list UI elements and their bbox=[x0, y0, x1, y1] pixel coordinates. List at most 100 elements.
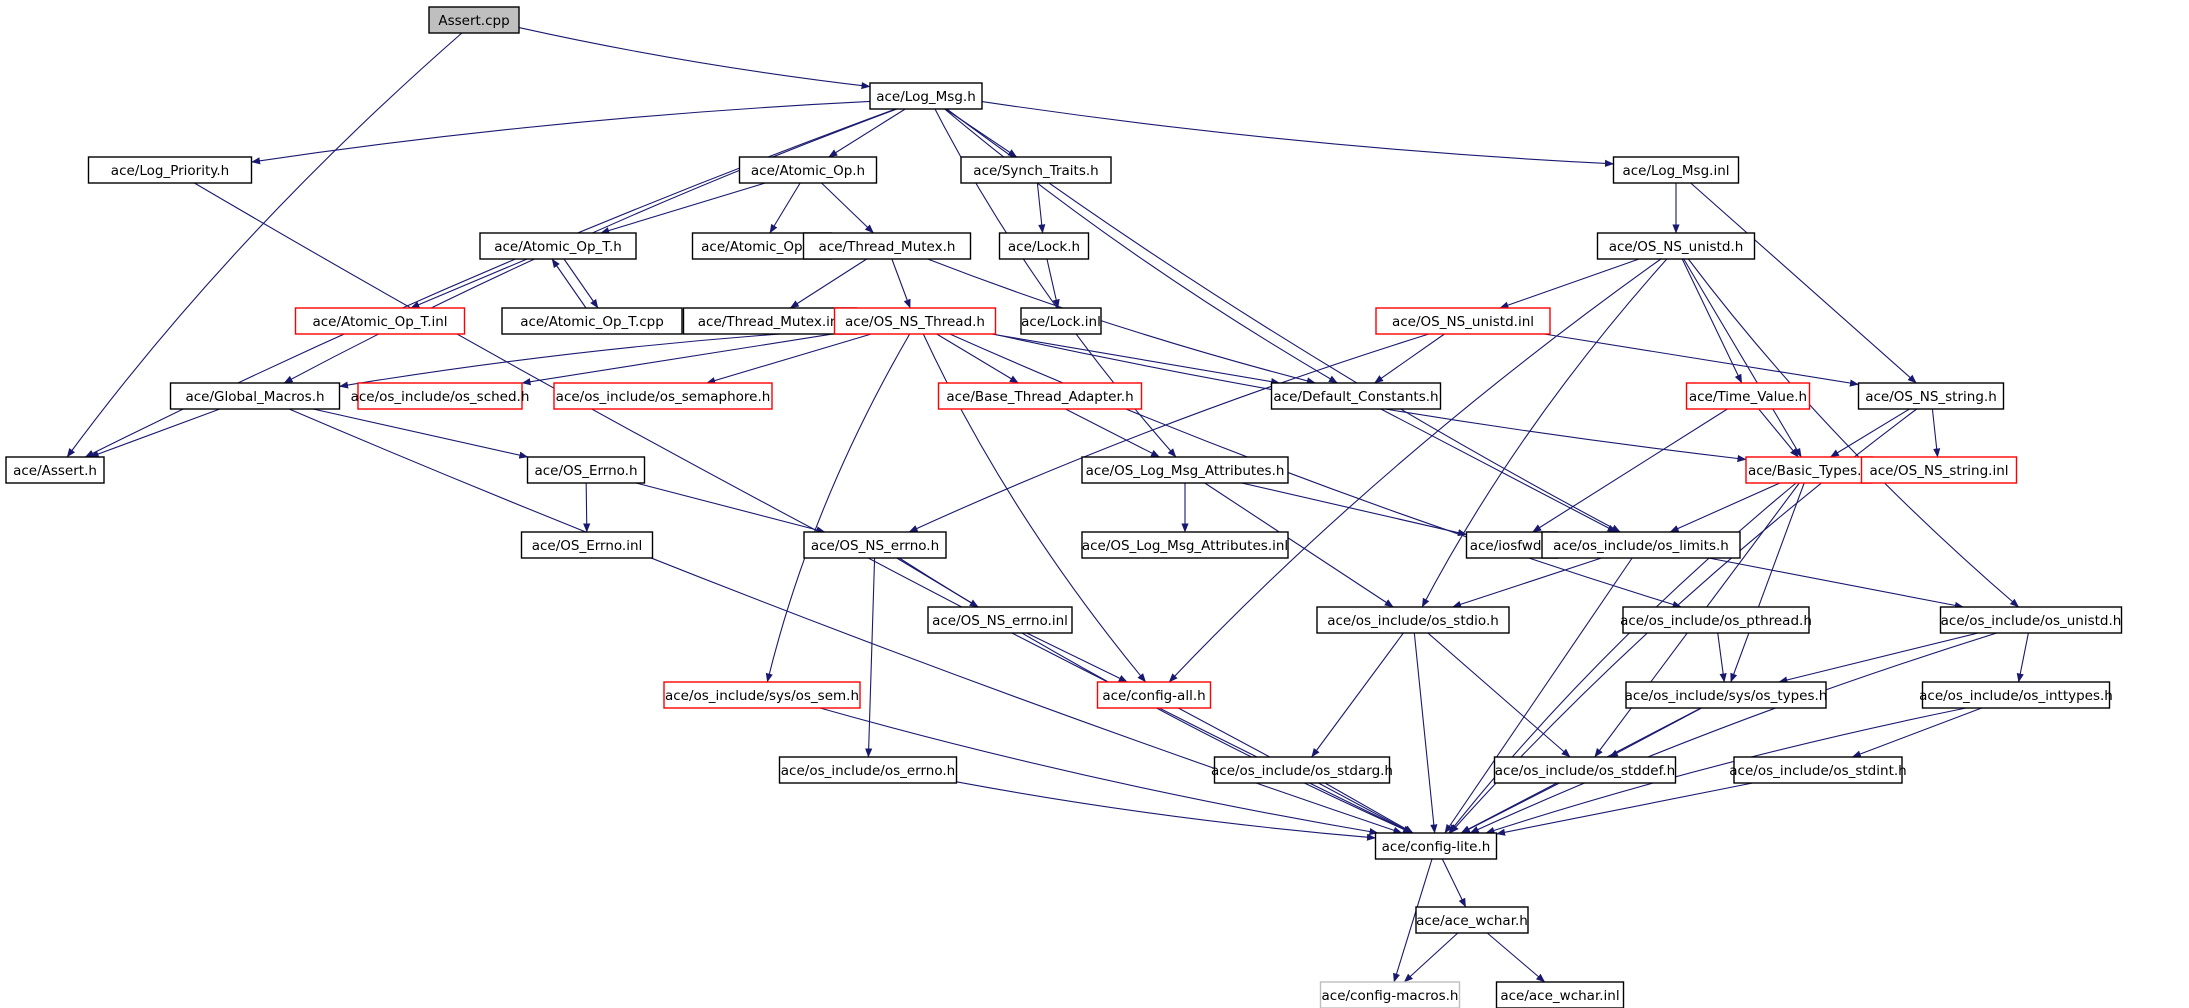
node-ace-os-ns-errno-inl[interactable]: ace/OS_NS_errno.inl bbox=[927, 606, 1073, 634]
node-ace-os-include-os-inttypes-h[interactable]: ace/os_include/os_inttypes.h bbox=[1919, 681, 2113, 709]
node-ace-log-priority-h[interactable]: ace/Log_Priority.h bbox=[87, 156, 253, 184]
node-ace-config-macros-h[interactable]: ace/config-macros.h bbox=[1319, 981, 1461, 1008]
node-ace-os-include-os-stdio-h[interactable]: ace/os_include/os_stdio.h bbox=[1316, 606, 1510, 634]
node-box bbox=[1612, 156, 1740, 184]
edge-ace-os-ns-thread-h-to-ace-os-include-sys-os-sem-h bbox=[765, 333, 911, 683]
node-ace-os-include-os-sched-h[interactable]: ace/os_include/os_sched.h bbox=[351, 382, 530, 410]
node-ace-default-constants-h[interactable]: ace/Default_Constants.h bbox=[1270, 382, 1442, 410]
node-ace-assert-h[interactable]: ace/Assert.h bbox=[5, 456, 105, 484]
node-ace-log-msg-inl[interactable]: ace/Log_Msg.inl bbox=[1612, 156, 1740, 184]
node-ace-os-include-os-semaphore-h[interactable]: ace/os_include/os_semaphore.h bbox=[553, 382, 773, 410]
node-label: ace/Atomic_Op.h bbox=[751, 163, 865, 179]
node-label: ace/Thread_Mutex.inl bbox=[698, 314, 842, 330]
node-ace-os-include-sys-os-types-h[interactable]: ace/os_include/sys/os_types.h bbox=[1625, 681, 1828, 709]
node-assert-cpp[interactable]: Assert.cpp bbox=[428, 6, 520, 34]
node-label: ace/Default_Constants.h bbox=[1273, 389, 1438, 405]
node-ace-os-errno-inl[interactable]: ace/OS_Errno.inl bbox=[520, 531, 654, 559]
node-ace-basic-types-h[interactable]: ace/Basic_Types.h bbox=[1745, 456, 1873, 484]
node-ace-os-ns-thread-h[interactable]: ace/OS_NS_Thread.h bbox=[833, 307, 997, 335]
edge-ace-os-errno-h-to-ace-os-ns-errno-h bbox=[635, 482, 826, 534]
node-box bbox=[1685, 382, 1811, 410]
node-label: ace/Atomic_Op_T.cpp bbox=[520, 314, 664, 330]
node-ace-atomic-op-t-cpp[interactable]: ace/Atomic_Op_T.cpp bbox=[501, 307, 683, 335]
node-label: ace/config-lite.h bbox=[1382, 839, 1491, 855]
node-box bbox=[998, 232, 1090, 260]
edge-ace-os-log-msg-attributes-h-to-ace-iosfwd-h bbox=[1241, 482, 1467, 537]
node-ace-os-include-os-pthread-h[interactable]: ace/os_include/os_pthread.h bbox=[1620, 606, 1812, 634]
node-ace-base-thread-adapter-h[interactable]: ace/Base_Thread_Adapter.h bbox=[937, 382, 1143, 410]
node-ace-os-ns-errno-h[interactable]: ace/OS_NS_errno.h bbox=[803, 531, 947, 559]
node-box bbox=[1625, 681, 1827, 709]
node-ace-ace-wchar-h[interactable]: ace/ace_wchar.h bbox=[1415, 906, 1529, 934]
node-box bbox=[1213, 756, 1391, 784]
node-ace-thread-mutex-inl[interactable]: ace/Thread_Mutex.inl bbox=[682, 307, 858, 335]
node-box bbox=[1081, 456, 1289, 484]
edge-ace-synch-traits-h-to-ace-lock-h bbox=[1036, 182, 1046, 234]
edge-ace-os-include-os-errno-h-to-ace-config-lite-h bbox=[956, 781, 1376, 841]
node-ace-os-log-msg-attributes-inl[interactable]: ace/OS_Log_Msg_Attributes.inl bbox=[1081, 531, 1289, 559]
node-box bbox=[1939, 606, 2123, 634]
node-ace-atomic-op-t-inl[interactable]: ace/Atomic_Op_T.inl bbox=[294, 307, 466, 335]
node-ace-os-errno-h[interactable]: ace/OS_Errno.h bbox=[526, 456, 646, 484]
node-label: ace/Base_Thread_Adapter.h bbox=[946, 389, 1133, 405]
node-label: ace/os_include/os_unistd.h bbox=[1941, 613, 2122, 629]
edge-ace-atomic-op-h-to-ace-thread-mutex-h bbox=[821, 182, 874, 234]
node-label: ace/OS_NS_unistd.h bbox=[1609, 239, 1744, 255]
edge-ace-os-ns-unistd-h-to-ace-os-ns-unistd-inl bbox=[1499, 258, 1640, 309]
node-label: ace/Basic_Types.h bbox=[1748, 463, 1870, 479]
node-ace-os-include-os-errno-h[interactable]: ace/os_include/os_errno.h bbox=[778, 756, 958, 784]
edge-ace-os-include-os-stdio-h-to-ace-os-include-os-stddef-h bbox=[1427, 632, 1571, 758]
node-ace-os-include-os-limits-h[interactable]: ace/os_include/os_limits.h bbox=[1541, 531, 1741, 559]
edge-ace-os-ns-string-h-to-ace-basic-types-h bbox=[1830, 408, 1910, 458]
node-ace-os-ns-string-h[interactable]: ace/OS_NS_string.h bbox=[1857, 382, 2005, 410]
node-label: ace/Atomic_Op_T.inl bbox=[312, 314, 447, 330]
node-ace-os-include-os-stddef-h[interactable]: ace/os_include/os_stddef.h bbox=[1493, 756, 1677, 784]
edge-ace-os-include-os-inttypes-h-to-ace-config-lite-h bbox=[1485, 707, 1967, 834]
node-ace-lock-h[interactable]: ace/Lock.h bbox=[998, 232, 1090, 260]
edge-ace-thread-mutex-h-to-ace-default-constants-h bbox=[927, 258, 1316, 385]
node-label: ace/os_include/os_sched.h bbox=[351, 389, 530, 405]
node-ace-time-value-h[interactable]: ace/Time_Value.h bbox=[1685, 382, 1811, 410]
edge-ace-os-log-msg-attributes-h-to-ace-os-include-os-stdio-h bbox=[1204, 482, 1394, 608]
node-label: ace/config-all.h bbox=[1102, 688, 1205, 704]
node-ace-lock-inl[interactable]: ace/Lock.inl bbox=[1020, 307, 1102, 335]
node-box bbox=[428, 6, 520, 34]
edge-ace-os-ns-errno-h-to-ace-os-include-os-errno-h bbox=[865, 557, 876, 758]
node-ace-config-all-h[interactable]: ace/config-all.h bbox=[1096, 681, 1212, 709]
node-label: ace/os_include/os_stdarg.h bbox=[1211, 763, 1393, 779]
edge-ace-os-include-os-unistd-h-to-ace-os-include-os-inttypes-h bbox=[2016, 632, 2029, 683]
node-box bbox=[357, 382, 523, 410]
edge-ace-thread-mutex-h-to-ace-thread-mutex-inl bbox=[789, 258, 868, 309]
node-box bbox=[1375, 307, 1551, 335]
node-label: ace/Time_Value.h bbox=[1689, 389, 1807, 405]
edge-ace-os-ns-unistd-h-to-ace-os-include-os-stdio-h bbox=[1421, 258, 1668, 608]
node-ace-global-macros-h[interactable]: ace/Global_Macros.h bbox=[169, 382, 341, 410]
node-box bbox=[1096, 681, 1212, 709]
edge-ace-os-ns-unistd-h-to-ace-time-value-h bbox=[1681, 258, 1743, 384]
node-ace-atomic-op-t-h[interactable]: ace/Atomic_Op_T.h bbox=[479, 232, 637, 260]
node-label: ace/OS_NS_unistd.inl bbox=[1392, 314, 1534, 330]
node-box bbox=[1541, 531, 1741, 559]
node-ace-os-log-msg-attributes-h[interactable]: ace/OS_Log_Msg_Attributes.h bbox=[1081, 456, 1289, 484]
node-ace-ace-wchar-inl[interactable]: ace/ace_wchar.inl bbox=[1495, 981, 1625, 1008]
node-ace-os-ns-unistd-inl[interactable]: ace/OS_NS_unistd.inl bbox=[1375, 307, 1551, 335]
node-ace-synch-traits-h[interactable]: ace/Synch_Traits.h bbox=[960, 156, 1112, 184]
node-ace-log-msg-h[interactable]: ace/Log_Msg.h bbox=[869, 82, 983, 110]
node-label: ace/OS_NS_Thread.h bbox=[845, 314, 985, 330]
node-box bbox=[294, 307, 466, 335]
node-box bbox=[1857, 382, 2005, 410]
edge-ace-os-ns-unistd-h-to-ace-config-all-h bbox=[1168, 258, 1662, 683]
node-label: ace/os_include/os_stdint.h bbox=[1729, 763, 1906, 779]
node-label: ace/Global_Macros.h bbox=[185, 389, 324, 405]
edge-ace-os-ns-thread-h-to-ace-os-include-os-pthread-h bbox=[949, 333, 1682, 608]
node-ace-config-lite-h[interactable]: ace/config-lite.h bbox=[1374, 832, 1498, 860]
node-ace-os-ns-unistd-h[interactable]: ace/OS_NS_unistd.h bbox=[1596, 232, 1756, 260]
node-ace-os-include-sys-os-sem-h[interactable]: ace/os_include/sys/os_sem.h bbox=[663, 681, 861, 709]
node-ace-atomic-op-h[interactable]: ace/Atomic_Op.h bbox=[738, 156, 878, 184]
node-ace-thread-mutex-h[interactable]: ace/Thread_Mutex.h bbox=[802, 232, 972, 260]
edge-ace-time-value-h-to-ace-iosfwd-h bbox=[1532, 408, 1728, 533]
node-ace-os-include-os-stdint-h[interactable]: ace/os_include/os_stdint.h bbox=[1729, 756, 1907, 784]
node-ace-os-include-os-stdarg-h[interactable]: ace/os_include/os_stdarg.h bbox=[1211, 756, 1393, 784]
node-ace-os-include-os-unistd-h[interactable]: ace/os_include/os_unistd.h bbox=[1939, 606, 2123, 634]
node-ace-os-ns-string-inl[interactable]: ace/OS_NS_string.inl bbox=[1860, 456, 2018, 484]
